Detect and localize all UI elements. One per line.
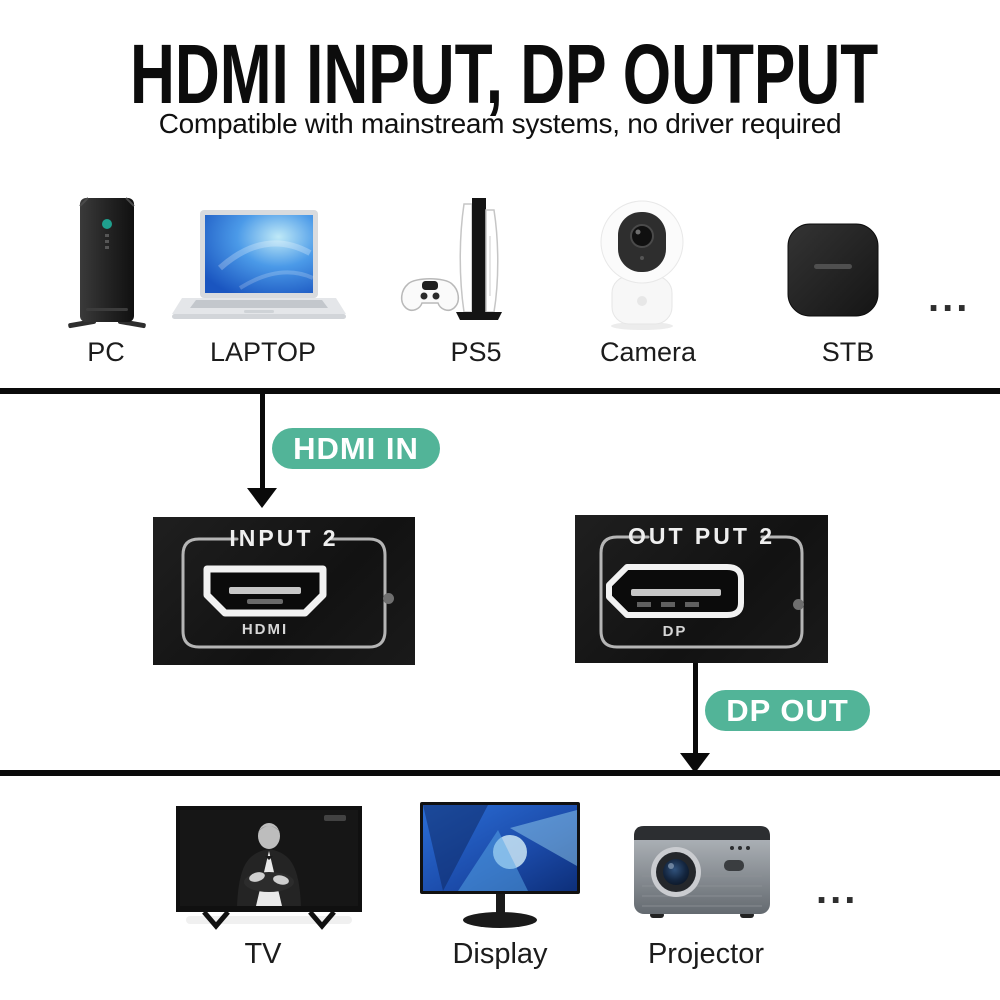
more-outputs-ellipsis: ... bbox=[816, 868, 859, 912]
device-label-pc: PC bbox=[87, 337, 125, 367]
ps5-icon bbox=[398, 196, 512, 330]
dp-out-arrowhead bbox=[680, 753, 710, 773]
device-label-ps5: PS5 bbox=[450, 337, 502, 367]
camera-icon bbox=[586, 198, 698, 332]
dp-screw-hole bbox=[793, 599, 804, 610]
hdmi-in-arrowhead bbox=[247, 488, 277, 508]
hdmi-in-badge: HDMI IN bbox=[272, 428, 440, 469]
output-label-projector: Projector bbox=[647, 938, 765, 970]
hdmi-port-label: HDMI bbox=[241, 621, 289, 638]
tv-icon bbox=[174, 804, 364, 930]
dp-out-badge: DP OUT bbox=[705, 690, 870, 731]
page-subtitle: Compatible with mainstream systems, no d… bbox=[158, 108, 842, 139]
device-label-laptop: LAPTOP bbox=[209, 337, 317, 367]
more-sources-ellipsis: ... bbox=[928, 276, 971, 320]
device-label-stb: STB bbox=[821, 337, 875, 367]
output-label-tv: TV bbox=[244, 938, 282, 970]
hdmi-panel-title: INPUT 2 bbox=[229, 525, 339, 551]
dp-out-arrow bbox=[693, 663, 698, 755]
hdmi-port-panel: INPUT 2 HDMI bbox=[153, 517, 415, 665]
laptop-icon bbox=[170, 208, 348, 326]
hdmi-in-arrow bbox=[260, 392, 265, 490]
stb-icon bbox=[786, 222, 880, 318]
dp-port-label: DP bbox=[662, 623, 688, 640]
dp-port-panel: OUT PUT 2 DP bbox=[575, 515, 828, 663]
divider-bottom bbox=[0, 770, 1000, 776]
projector-icon bbox=[632, 818, 772, 922]
pc-icon bbox=[62, 194, 152, 334]
hdmi-screw-hole bbox=[383, 593, 394, 604]
divider-top bbox=[0, 388, 1000, 394]
display-icon bbox=[418, 800, 582, 930]
output-label-display: Display bbox=[452, 938, 548, 970]
page-title: HDMI INPUT, DP OUTPUT bbox=[130, 27, 879, 121]
device-label-camera: Camera bbox=[599, 337, 697, 367]
dp-panel-title: OUT PUT 2 bbox=[627, 523, 776, 549]
